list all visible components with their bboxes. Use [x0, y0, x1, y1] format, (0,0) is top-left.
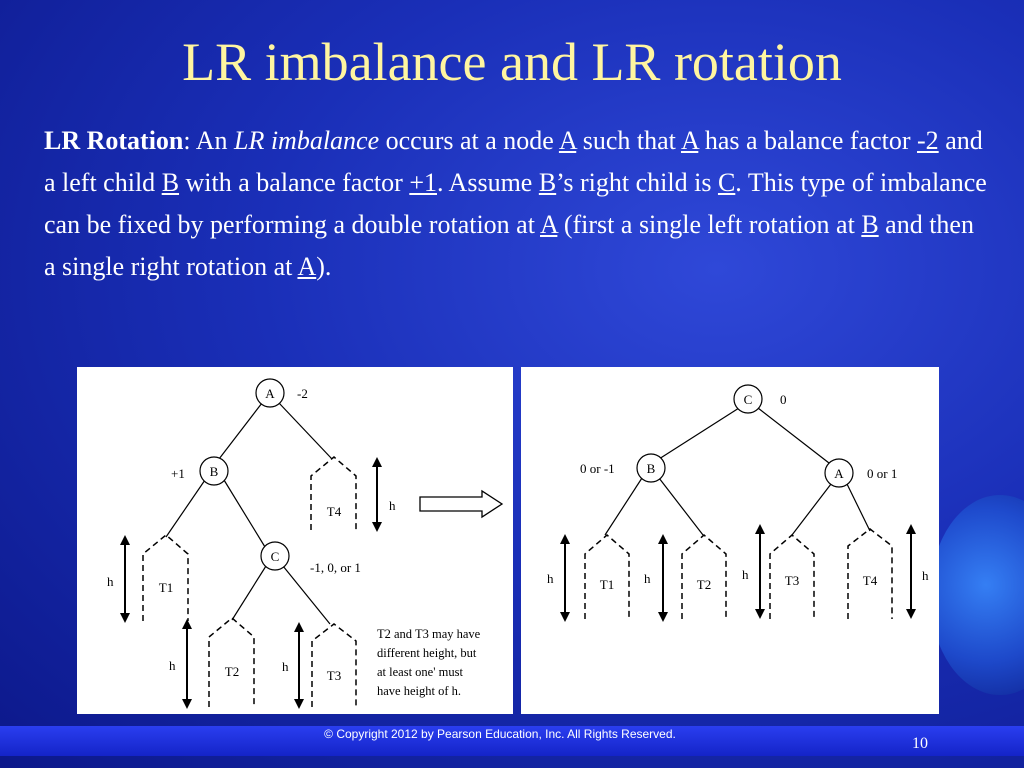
balance-factor-b: +1	[171, 466, 185, 481]
subtree-t2	[681, 534, 727, 619]
subtree-t2	[208, 617, 255, 707]
page-number: 10	[912, 735, 928, 752]
body-paragraph: LR Rotation: An LR imbalance occurs at a…	[44, 120, 989, 288]
node-a	[255, 378, 285, 408]
balance-ref: -2	[917, 126, 939, 155]
subtree-t4-label: T4	[327, 504, 342, 519]
subtree-t4-label: T4	[863, 573, 878, 588]
text-segment: has a balance factor	[698, 126, 918, 155]
height-label-t1: h	[547, 571, 554, 586]
text-segment: ’s right child is	[556, 168, 718, 197]
subtree-t3-label: T3	[327, 668, 341, 683]
subtree-t3-label: T3	[785, 573, 799, 588]
node-a-label: A	[265, 386, 275, 401]
height-label-t4: h	[922, 568, 929, 583]
height-label-t2: h	[169, 658, 176, 673]
subtree-t2-label: T2	[697, 577, 711, 592]
note-line-2: different height, but	[377, 646, 477, 660]
subtree-t4	[847, 528, 893, 619]
edge-a-b	[218, 402, 263, 460]
height-label-t3: h	[742, 567, 749, 582]
node-c-label: C	[271, 549, 280, 564]
text-segment: and a left child	[44, 126, 983, 197]
node-ref-b: B	[161, 168, 180, 197]
note-line-3: at least one' must	[377, 665, 463, 679]
node-ref-a: A	[540, 210, 558, 239]
text-segment: ).	[316, 252, 332, 281]
before-rotation-panel: A -2 B +1 C -1, 0, or 1 T1 T2 T3 T4 h h …	[77, 367, 513, 714]
node-b	[199, 456, 229, 486]
footer-bar	[0, 726, 1024, 756]
text-segment: and then a single right rotation at	[44, 210, 974, 281]
subtree-t1	[584, 534, 630, 619]
node-b	[636, 453, 666, 483]
height-label-t4: h	[389, 498, 396, 513]
edge-b-t1	[604, 477, 643, 536]
copyright-notice: © Copyright 2012 by Pearson Education, I…	[324, 727, 676, 741]
note-line-1: T2 and T3 may have	[377, 627, 481, 641]
node-b-label: B	[210, 464, 219, 479]
term-lr-rotation: LR Rotation	[44, 126, 184, 155]
balance-factor-a: 0 or 1	[867, 466, 897, 481]
edge-c-a	[757, 407, 830, 464]
node-b-label: B	[647, 461, 656, 476]
subtree-t1	[142, 534, 189, 621]
before-rotation-diagram: A -2 B +1 C -1, 0, or 1 T1 T2 T3 T4 h h …	[107, 378, 504, 709]
subtree-t1-label: T1	[159, 580, 173, 595]
height-label-t1: h	[107, 574, 114, 589]
transform-arrow-icon	[419, 489, 504, 519]
edge-c-b	[658, 407, 740, 460]
balance-factor-c: -1, 0, or 1	[310, 560, 361, 575]
edge-c-t3	[282, 565, 331, 625]
balance-factor-b: 0 or -1	[580, 461, 615, 476]
node-c	[260, 541, 290, 571]
node-ref-a: A	[297, 252, 317, 281]
edge-c-t2	[231, 565, 267, 621]
term-lr-imbalance: LR imbalance	[233, 126, 380, 155]
node-c-label: C	[744, 392, 753, 407]
node-ref-a: A	[680, 126, 699, 155]
edge-a-t4	[278, 402, 333, 460]
balance-factor-c: 0	[780, 392, 787, 407]
subtree-t3	[311, 623, 357, 707]
node-ref-b: B	[861, 210, 879, 239]
text-segment: (first a single left rotation at	[557, 210, 862, 239]
subtree-t4	[310, 456, 357, 530]
text-segment: such that	[576, 126, 681, 155]
subtree-t3	[769, 534, 815, 619]
text-segment: occurs at a node	[379, 126, 559, 155]
balance-ref: +1	[409, 168, 437, 197]
slide-title: LR imbalance and LR rotation	[182, 32, 842, 92]
node-ref-c: C	[717, 168, 736, 197]
text-segment: with a balance factor	[179, 168, 410, 197]
subtree-t1-label: T1	[600, 577, 614, 592]
node-a	[824, 458, 854, 488]
text-segment: . This type of imbalance can be fixed by…	[44, 168, 987, 239]
height-label-t3: h	[282, 659, 289, 674]
node-ref-b: B	[538, 168, 557, 197]
after-rotation-panel: C 0 B 0 or -1 A 0 or 1 T1 T2 T3 T4 h h h…	[521, 367, 939, 714]
node-a-label: A	[834, 466, 844, 481]
text-segment: : An	[183, 126, 234, 155]
edge-a-t3	[791, 483, 832, 536]
edge-b-t1	[165, 479, 206, 538]
text-segment: . Assume	[436, 168, 539, 197]
edge-b-c	[223, 479, 266, 548]
node-c	[733, 384, 763, 414]
after-rotation-diagram: C 0 B 0 or -1 A 0 or 1 T1 T2 T3 T4 h h h…	[547, 384, 929, 622]
note-line-4: have height of h.	[377, 684, 461, 698]
height-label-t2: h	[644, 571, 651, 586]
subtree-t2-label: T2	[225, 664, 239, 679]
edge-a-t4	[846, 483, 871, 532]
edge-b-t2	[658, 477, 704, 536]
node-ref-a: A	[558, 126, 577, 155]
balance-factor-a: -2	[297, 386, 308, 401]
